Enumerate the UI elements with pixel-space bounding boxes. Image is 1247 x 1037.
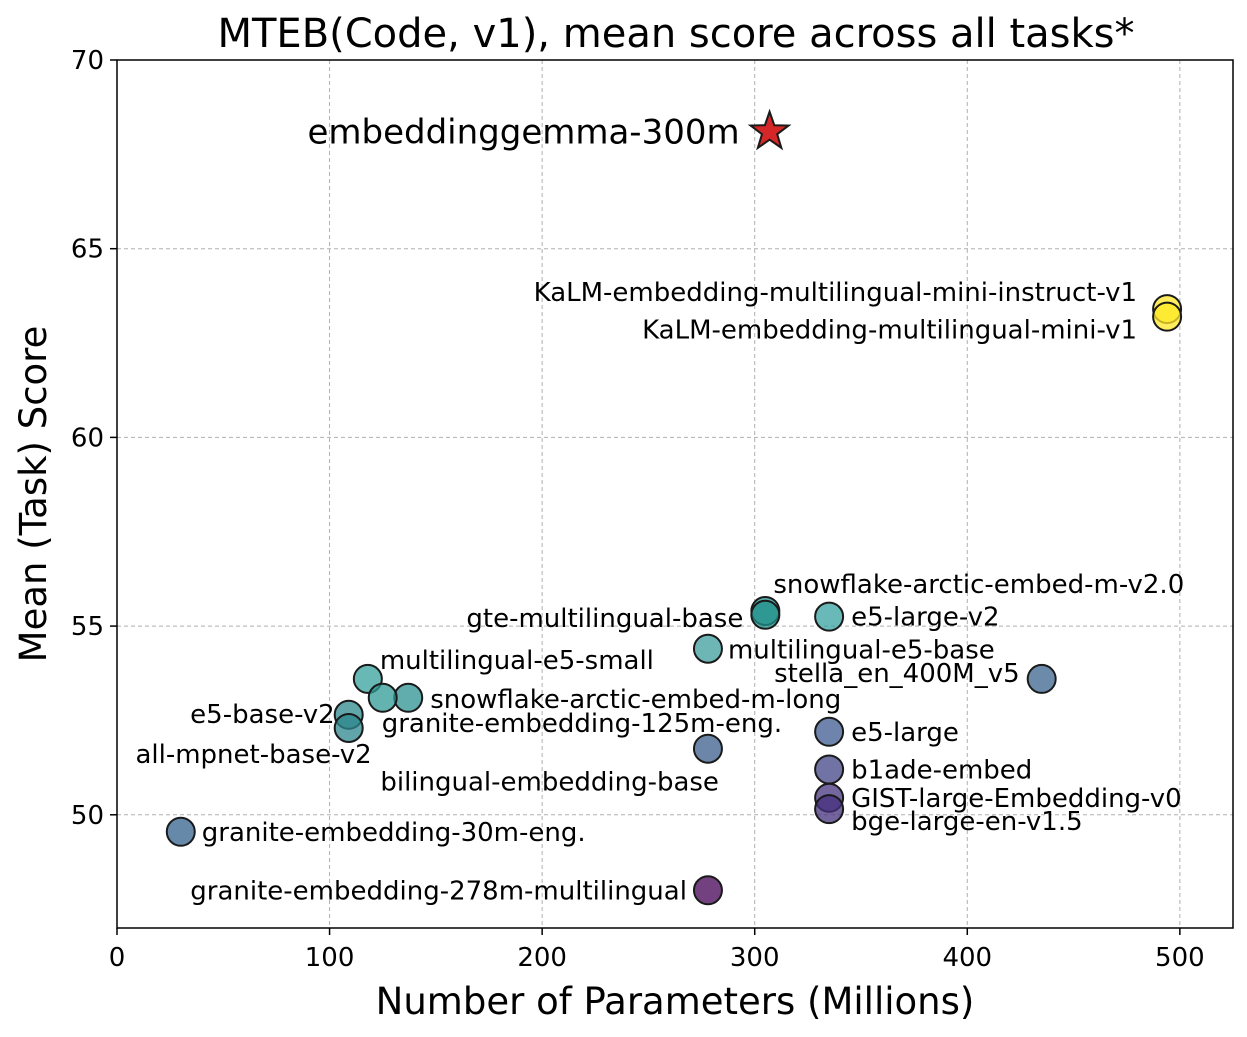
x-tick-label: 500 xyxy=(1155,943,1205,973)
highlight-label: embeddinggemma-300m xyxy=(307,113,739,153)
scatter-point xyxy=(814,754,845,785)
scatter-point xyxy=(367,682,398,713)
point-label: e5-large xyxy=(851,718,959,748)
point-label: multilingual-e5-small xyxy=(380,646,654,676)
x-tick-label: 0 xyxy=(109,943,126,973)
scatter-point xyxy=(1026,663,1057,694)
point-label: e5-base-v2 xyxy=(190,700,335,730)
point-label: e5-large-v2 xyxy=(851,603,999,633)
data-points xyxy=(165,108,1183,906)
scatter-point xyxy=(692,875,723,906)
x-axis-ticks: 0 100 200 300 400 500 xyxy=(109,928,1205,973)
scatter-point xyxy=(692,733,723,764)
point-label: KaLM-embedding-multilingual-mini-v1 xyxy=(642,316,1137,346)
scatter-point xyxy=(750,599,781,630)
y-tick-label: 70 xyxy=(71,46,104,76)
point-label: bge-large-en-v1.5 xyxy=(851,807,1083,837)
point-label: GIST-large-Embedding-v0 xyxy=(851,784,1182,814)
scatter-point xyxy=(814,601,845,632)
scatter-point xyxy=(814,716,845,747)
point-label: granite-embedding-278m-multilingual xyxy=(190,876,687,906)
chart-title: MTEB(Code, v1), mean score across all ta… xyxy=(217,11,1134,57)
point-label: multilingual-e5-base xyxy=(728,636,995,666)
y-tick-label: 65 xyxy=(71,235,104,265)
scatter-point xyxy=(393,682,424,713)
y-axis-label: Mean (Task) Score xyxy=(12,326,55,663)
point-labels: KaLM-embedding-multilingual-mini-instruc… xyxy=(135,113,1184,907)
x-tick-label: 100 xyxy=(305,943,355,973)
y-axis-ticks: 50 55 60 65 70 xyxy=(71,46,117,831)
x-tick-label: 400 xyxy=(942,943,992,973)
grid-lines xyxy=(117,60,1233,928)
plot-area-frame xyxy=(116,59,1234,929)
point-label: bilingual-embedding-base xyxy=(380,768,719,798)
scatter-point xyxy=(692,633,723,664)
point-label: snowflake-arctic-embed-m-v2.0 xyxy=(773,570,1184,600)
point-label: snowflake-arctic-embed-m-long xyxy=(430,685,841,715)
point-label: b1ade-embed xyxy=(851,755,1032,785)
point-label: stella_en_400M_v5 xyxy=(774,659,1020,689)
point-label: granite-embedding-30m-eng. xyxy=(202,818,586,848)
point-label: KaLM-embedding-multilingual-mini-instruc… xyxy=(534,278,1137,308)
highlight-star-marker xyxy=(747,108,792,151)
scatter-point xyxy=(1152,301,1183,332)
scatter-point xyxy=(165,816,196,847)
point-label: all-mpnet-base-v2 xyxy=(135,740,371,770)
x-tick-label: 300 xyxy=(730,943,780,973)
y-tick-label: 60 xyxy=(71,423,104,453)
scatter-point xyxy=(814,794,845,825)
y-tick-label: 50 xyxy=(71,801,104,831)
point-label: granite-embedding-125m-eng. xyxy=(382,709,782,739)
y-tick-label: 55 xyxy=(71,612,104,642)
scatter-point xyxy=(333,712,364,743)
x-tick-label: 200 xyxy=(517,943,567,973)
x-axis-label: Number of Parameters (Millions) xyxy=(376,980,975,1023)
point-label: gte-multilingual-base xyxy=(466,604,743,634)
